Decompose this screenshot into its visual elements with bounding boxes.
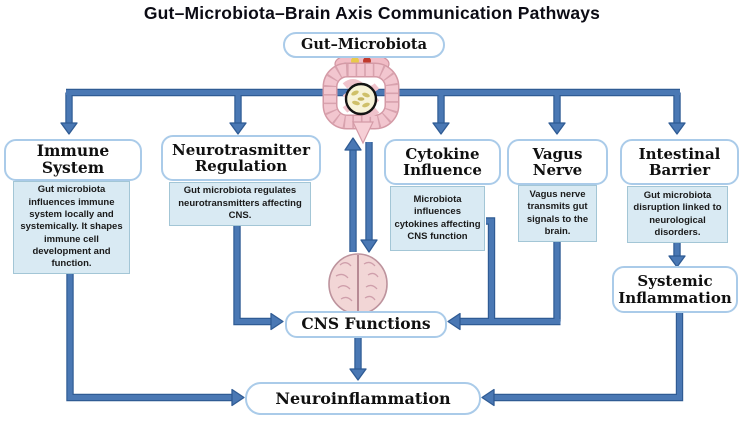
arrow-gut-to-brain xyxy=(360,142,378,253)
neurotransmitter-regulation-description: Gut microbiota regulates neurotransmitte… xyxy=(169,182,311,226)
arrow-cns-to-neuroinflammation xyxy=(349,338,367,381)
arrow-immune-to-neuroinflammation xyxy=(66,274,245,407)
node-gut-microbiota: Gut–Microbiota xyxy=(283,32,445,58)
node-neuroinflammation: Neuroinflammation xyxy=(245,382,481,415)
node-cytokine-influence: Cytokine Influence xyxy=(384,139,501,185)
gut-illustration-icon xyxy=(322,52,400,145)
node-vagus-nerve: Vagus Nerve xyxy=(507,139,608,185)
node-neurotransmitter-regulation: Neurotrasmitter Regulation xyxy=(161,135,321,181)
node-systemic-inflammation: Systemic Inflammation xyxy=(612,266,738,313)
arrow-intestinal-to-systemic xyxy=(668,243,686,268)
arrow-neurotransmitter-to-cns xyxy=(233,226,284,331)
node-intestinal-barrier: Intestinal Barrier xyxy=(620,139,739,185)
node-cns-functions: CNS Functions xyxy=(285,311,447,338)
immune-system-description: Gut microbiota influences immune system … xyxy=(13,181,130,274)
diagram-title: Gut–Microbiota–Brain Axis Communication … xyxy=(143,3,601,23)
arrow-brain-to-gut xyxy=(344,137,362,252)
arrow-cytokine-vagus-to-cns xyxy=(447,217,561,331)
node-immune-system: Immune System xyxy=(4,139,142,181)
vagus-nerve-description: Vagus nerve transmits gut signals to the… xyxy=(518,185,597,242)
brain-illustration-icon xyxy=(328,253,388,315)
arrow-systemic-to-neuroinflammation xyxy=(481,313,684,407)
cytokine-influence-description: Microbiota influences cytokines affectin… xyxy=(390,186,485,251)
intestinal-barrier-description: Gut microbiota disruption linked to neur… xyxy=(627,186,728,243)
